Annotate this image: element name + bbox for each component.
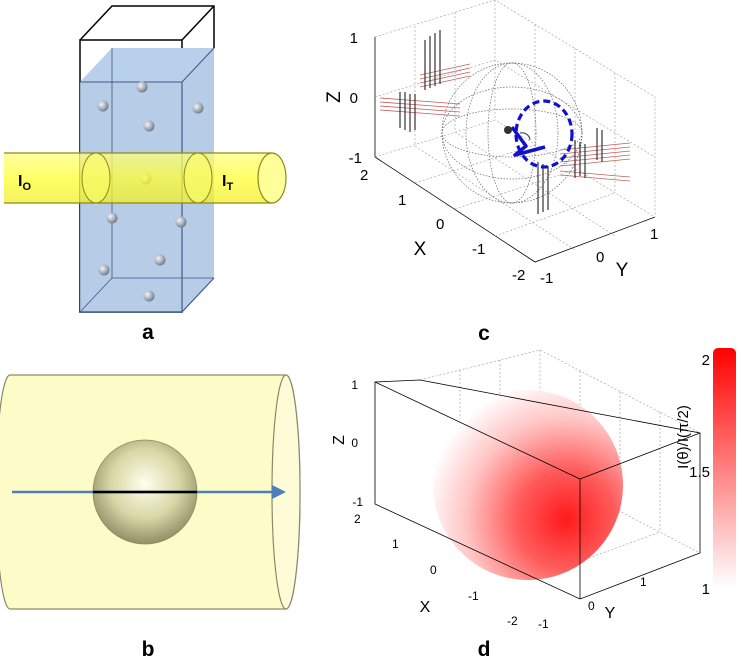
x-tick-d-4: -1	[468, 589, 479, 603]
y-tick-d-1: -1	[538, 617, 549, 631]
y-axis-label-d: Y	[605, 605, 616, 622]
x-tick-c-4: -1	[472, 241, 485, 258]
x-tick-c-5: -2	[512, 267, 525, 284]
panel-letter-c: c	[478, 322, 490, 345]
beam-ring-exit	[183, 152, 213, 204]
colorbar-tick-1: 1	[702, 581, 710, 598]
cuvette-top-edge	[181, 5, 215, 41]
panel-c: 1 0 -1 Z 2 1 0 -1 -2 X -1 0 1 Y c	[324, 0, 658, 345]
panel-letter-b: b	[142, 638, 155, 661]
z-tick-c-3: -1	[349, 150, 362, 167]
x-tick-c-3: 0	[436, 216, 444, 233]
z-tick-d-2: 0	[351, 436, 358, 450]
z-axis-label-d: Z	[331, 435, 348, 445]
x-tick-d-3: 0	[430, 563, 437, 577]
plot-d-box	[374, 379, 701, 600]
beam	[4, 152, 287, 204]
x-tick-d-5: -2	[507, 614, 518, 628]
bead	[143, 120, 155, 132]
angle-arc	[519, 132, 531, 141]
light-ray-arrowhead	[272, 485, 286, 499]
bead	[175, 216, 187, 228]
bead	[154, 254, 166, 266]
bead	[97, 100, 109, 112]
panel-letter-a: a	[142, 321, 154, 344]
y-axis-label-c: Y	[616, 260, 629, 281]
x-axis-label-d: X	[420, 599, 431, 616]
wireframe-sphere	[441, 62, 583, 204]
colorbar: 2 1.5 1 I(θ)/I(π/2)	[675, 348, 736, 598]
liquid-bottom-right-edge	[181, 277, 215, 313]
axis-floor-front-c	[374, 156, 656, 263]
cuvette-top-back-edges	[79, 5, 215, 48]
bead	[136, 81, 148, 93]
liquid-back-bottom-edge	[79, 277, 113, 313]
colorbar-tick-1-5: 1.5	[689, 464, 710, 481]
liquid-top-right-edge	[181, 47, 215, 83]
source-point	[504, 126, 512, 134]
x-tick-d-2: 1	[392, 537, 399, 551]
y-tick-c-1: -1	[540, 270, 553, 287]
x-tick-c-1: 2	[360, 167, 368, 184]
panel-a: IO IT a	[4, 5, 287, 344]
liquid-surface	[80, 48, 214, 82]
plot-c-grid	[374, 0, 656, 251]
bead	[192, 102, 204, 114]
plot-c-box	[374, 37, 656, 263]
panel-b: b	[0, 374, 301, 661]
beam-body	[4, 153, 272, 203]
bead	[106, 212, 118, 224]
colorbar-label: I(θ)/I(π/2)	[675, 405, 692, 469]
z-axis-label-c: Z	[324, 91, 345, 103]
x-tick-c-2: 1	[398, 192, 406, 209]
bead	[98, 264, 110, 276]
beam-out-label: IT	[222, 173, 233, 193]
black-line-clusters	[399, 30, 603, 214]
z-tick-d-1: 1	[351, 378, 358, 392]
y-tick-d-2: 0	[588, 599, 595, 613]
x-axis-label-c: X	[414, 239, 427, 260]
colorbar-gradient	[713, 348, 736, 588]
beam-ring-entry	[81, 152, 111, 204]
panel-d: 1 0 -1 Z 2 1 0 -1 -2 X -1 0 1 Y d	[331, 349, 701, 661]
z-tick-c-1: 1	[350, 30, 358, 47]
red-line-clusters	[379, 63, 631, 182]
panel-letter-d: d	[478, 638, 491, 661]
beam-in-label: IO	[18, 173, 31, 193]
path-solid-segment	[510, 125, 546, 157]
intensity-sphere	[433, 390, 623, 580]
colorbar-tick-2: 2	[702, 352, 710, 369]
path-dashed-circle	[514, 99, 574, 169]
bead	[143, 290, 155, 302]
z-tick-d-3: -1	[352, 495, 363, 509]
y-tick-c-2: 0	[596, 249, 604, 266]
x-tick-d-1: 2	[354, 512, 361, 526]
y-tick-c-3: 1	[650, 226, 658, 243]
z-tick-c-2: 0	[350, 90, 358, 107]
y-tick-d-3: 1	[640, 575, 647, 589]
beam-end-cap	[257, 152, 287, 204]
